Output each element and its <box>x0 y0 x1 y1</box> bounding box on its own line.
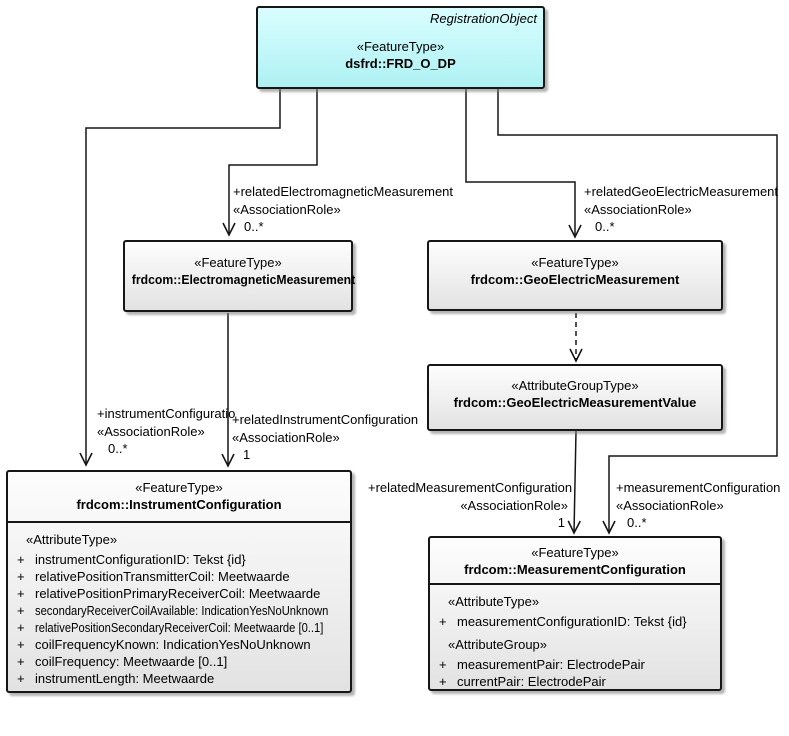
class-geo-electric-measurement[interactable]: «FeatureType» frdcom::GeoElectricMeasure… <box>427 240 723 311</box>
attribute-text: coilFrequency: Meetwaarde [0..1] <box>35 654 228 669</box>
attribute-text: relativePositionSecondaryReceiverCoil: M… <box>35 620 324 635</box>
section-header: «AttributeType» <box>26 532 118 547</box>
association-label-measurement-configuration: +measurementConfiguration «AssociationRo… <box>616 479 780 532</box>
attribute-row: + secondaryReceiverCoilAvailable: Indica… <box>8 602 350 619</box>
role-stereotype: «AssociationRole» <box>233 201 341 217</box>
visibility: + <box>17 637 25 652</box>
class-stereotype: «FeatureType» <box>531 545 619 560</box>
class-stereotype: «FeatureType» <box>135 480 223 495</box>
attribute-row: + coilFrequency: Meetwaarde [0..1] <box>8 653 350 670</box>
class-name: dsfrd::FRD_O_DP <box>345 56 456 71</box>
class-stereotype: «AttributeGroupType» <box>511 378 639 393</box>
visibility: + <box>17 552 25 567</box>
attribute-text: relativePositionPrimaryReceiverCoil: Mee… <box>35 586 321 601</box>
multiplicity: 0..* <box>627 514 647 530</box>
attribute-row: + relativePositionTransmitterCoil: Meetw… <box>8 568 350 585</box>
attribute-row: + relativePositionSecondaryReceiverCoil:… <box>8 619 350 636</box>
compartment-separator <box>430 583 720 585</box>
class-annotation: RegistrationObject <box>430 11 537 26</box>
class-stereotype: «FeatureType» <box>531 255 619 270</box>
assoc-related-geo-electric-measurement-connector[interactable] <box>465 89 582 239</box>
attribute-row: + measurementPair: ElectrodePair <box>430 656 720 673</box>
class-measurement-configuration[interactable]: «FeatureType» frdcom::MeasurementConfigu… <box>428 536 722 691</box>
visibility: + <box>17 620 25 635</box>
section-header: «AttributeGroup» <box>448 637 548 652</box>
multiplicity: 0..* <box>244 218 264 234</box>
association-label-related-measurement-configuration: +relatedMeasurementConfiguration «Associ… <box>368 479 573 532</box>
class-name: frdcom::InstrumentConfiguration <box>76 497 282 512</box>
role-name: +relatedMeasurementConfiguration <box>368 480 573 495</box>
class-stereotype: «FeatureType» <box>194 255 282 270</box>
attribute-text: relativePositionTransmitterCoil: Meetwaa… <box>35 569 290 584</box>
association-label-related-instrument-configuration: +relatedInstrumentConfiguration «Associa… <box>232 411 418 464</box>
attribute-text: coilFrequencyKnown: IndicationYesNoUnkno… <box>35 637 311 652</box>
role-name: +measurementConfiguration <box>616 480 781 495</box>
visibility: + <box>17 569 25 584</box>
attribute-row: + measurementConfigurationID: Tekst {id} <box>430 613 720 630</box>
attribute-text: measurementPair: ElectrodePair <box>457 657 645 672</box>
class-name: frdcom::GeoElectricMeasurementValue <box>453 395 697 410</box>
attribute-text: instrumentConfigurationID: Tekst {id} <box>35 552 246 567</box>
multiplicity: 1 <box>557 514 565 530</box>
attribute-row: + relativePositionPrimaryReceiverCoil: M… <box>8 585 350 602</box>
role-stereotype: «AssociationRole» <box>460 497 568 513</box>
association-label-related-electromagnetic-measurement: +relatedElectromagneticMeasurement «Asso… <box>233 183 453 236</box>
class-name: frdcom::GeoElectricMeasurement <box>470 272 680 287</box>
attribute-text: instrumentLength: Meetwaarde <box>35 671 215 686</box>
class-name: frdcom::ElectromagneticMeasurement <box>131 272 356 287</box>
role-name: +relatedInstrumentConfiguration <box>232 412 419 427</box>
compartment-separator <box>8 521 350 523</box>
assoc-related-electromagnetic-measurement-connector[interactable] <box>222 89 318 237</box>
attribute-row: + currentPair: ElectrodePair <box>430 673 720 690</box>
visibility: + <box>439 657 447 672</box>
role-stereotype: «AssociationRole» <box>97 423 205 439</box>
visibility: + <box>17 654 25 669</box>
assoc-related-measurement-configuration-connector[interactable] <box>567 430 581 535</box>
class-electromagnetic-measurement[interactable]: «FeatureType» frdcom::ElectromagneticMea… <box>123 240 356 312</box>
visibility: + <box>17 603 25 618</box>
visibility: + <box>439 614 447 629</box>
multiplicity: 0..* <box>595 218 615 234</box>
role-stereotype: «AssociationRole» <box>584 201 692 217</box>
class-frd-o-dp[interactable]: RegistrationObject «FeatureType» dsfrd::… <box>256 6 545 89</box>
attributes-compartment: «AttributeType» + instrumentConfiguratio… <box>8 523 350 687</box>
assoc-instrument-configuration-connector[interactable] <box>79 89 281 467</box>
visibility: + <box>439 674 447 689</box>
attributes-compartment: «AttributeType» + measurementConfigurati… <box>430 585 720 690</box>
role-name: +instrumentConfiguratio <box>97 406 236 421</box>
visibility: + <box>17 671 25 686</box>
class-geo-electric-measurement-value[interactable]: «AttributeGroupType» frdcom::GeoElectric… <box>427 364 723 431</box>
role-name: +relatedElectromagneticMeasurement <box>233 184 454 199</box>
class-instrument-configuration[interactable]: «FeatureType» frdcom::InstrumentConfigur… <box>6 470 352 693</box>
attribute-row: + instrumentLength: Meetwaarde <box>8 670 350 687</box>
attribute-text: measurementConfigurationID: Tekst {id} <box>457 614 687 629</box>
multiplicity: 0..* <box>108 440 128 456</box>
role-name: +relatedGeoElectricMeasurement <box>584 184 779 199</box>
association-label-instrument-configuration: +instrumentConfiguratio «AssociationRole… <box>97 405 235 458</box>
attribute-row: + coilFrequencyKnown: IndicationYesNoUnk… <box>8 636 350 653</box>
attribute-text: secondaryReceiverCoilAvailable: Indicati… <box>35 603 329 618</box>
class-name: frdcom::MeasurementConfiguration <box>464 562 686 577</box>
visibility: + <box>17 586 25 601</box>
attribute-text: currentPair: ElectrodePair <box>457 674 606 689</box>
role-stereotype: «AssociationRole» <box>232 429 340 445</box>
role-stereotype: «AssociationRole» <box>616 497 724 513</box>
section-header: «AttributeType» <box>448 594 540 609</box>
attribute-row: + instrumentConfigurationID: Tekst {id} <box>8 551 350 568</box>
association-label-related-geo-electric-measurement: +relatedGeoElectricMeasurement «Associat… <box>584 183 778 236</box>
assoc-measurement-configuration-connector[interactable] <box>497 89 778 535</box>
multiplicity: 1 <box>243 446 251 462</box>
class-stereotype: «FeatureType» <box>356 39 445 54</box>
